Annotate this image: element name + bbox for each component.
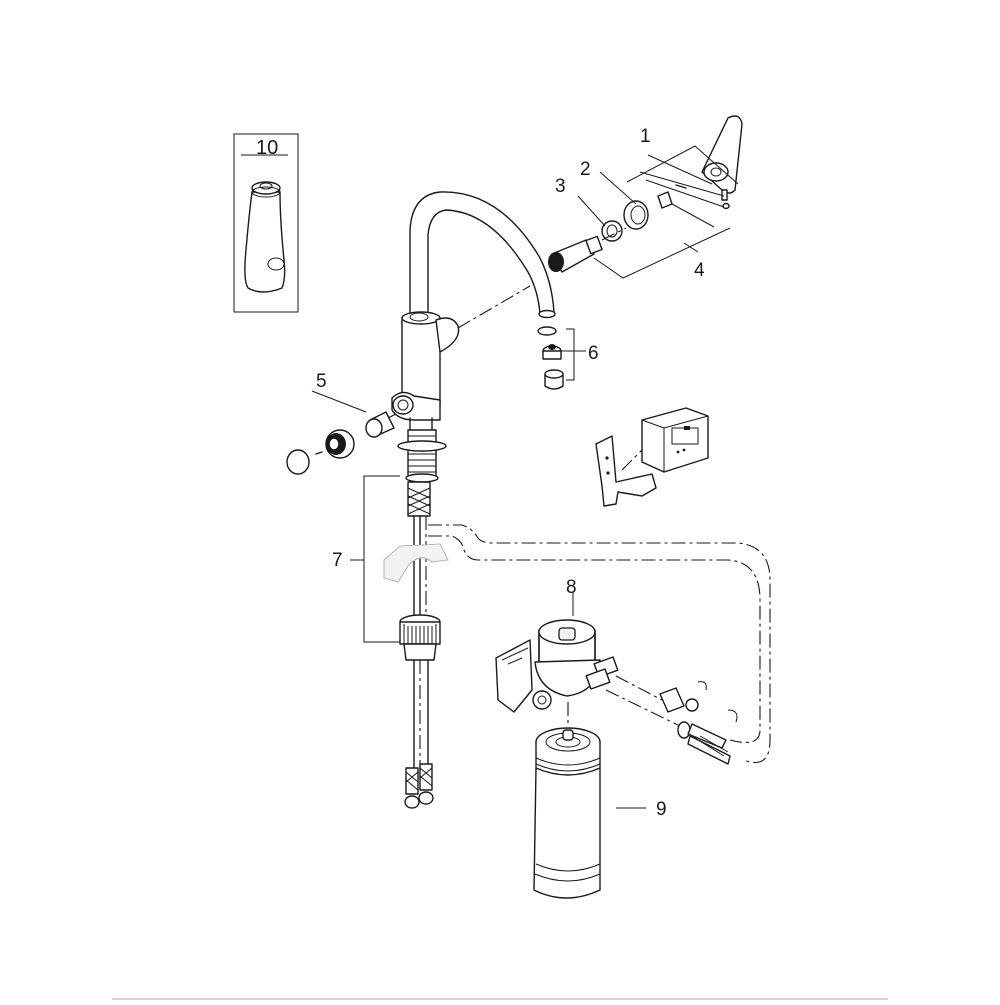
supply-hoses: [404, 515, 434, 809]
wall-bracket: [595, 435, 657, 507]
callout-9: 9: [656, 799, 667, 820]
callout-5: 5: [316, 371, 327, 392]
inset-spare-filter: [233, 133, 299, 313]
callout-7: 7: [332, 550, 343, 571]
fittings: [567, 675, 738, 765]
faucet-body: [391, 311, 460, 433]
filter-head: [495, 592, 619, 713]
handle-lever: [701, 115, 743, 194]
adapter: [657, 191, 673, 209]
callout-brackets: [577, 145, 739, 279]
cover-ring: [623, 200, 649, 230]
hose-routing: [428, 524, 771, 764]
filter-valve: [286, 390, 397, 475]
callout-bracket-7: [363, 475, 400, 643]
aerator-set: [537, 326, 586, 390]
callout-8: 8: [566, 577, 577, 598]
mounting-nut: [399, 614, 441, 661]
callout-1: 1: [640, 126, 651, 147]
callout-4: 4: [694, 260, 705, 281]
filter-cartridge: [533, 727, 601, 899]
footer-divider: [112, 998, 888, 1000]
faucet-spout: [409, 191, 556, 319]
threaded-shank: [397, 429, 447, 517]
callout-2: 2: [580, 159, 591, 180]
callout-3: 3: [555, 176, 566, 197]
knurled-knob: [325, 429, 355, 459]
callout-6: 6: [588, 343, 599, 364]
electronic-control-box: [641, 407, 709, 473]
cartridge: [548, 235, 603, 273]
grub-screw: [721, 189, 728, 201]
callout-10: 10: [256, 137, 279, 159]
spare-filter-bottle-icon: [244, 181, 286, 293]
retaining-nut: [601, 220, 623, 242]
